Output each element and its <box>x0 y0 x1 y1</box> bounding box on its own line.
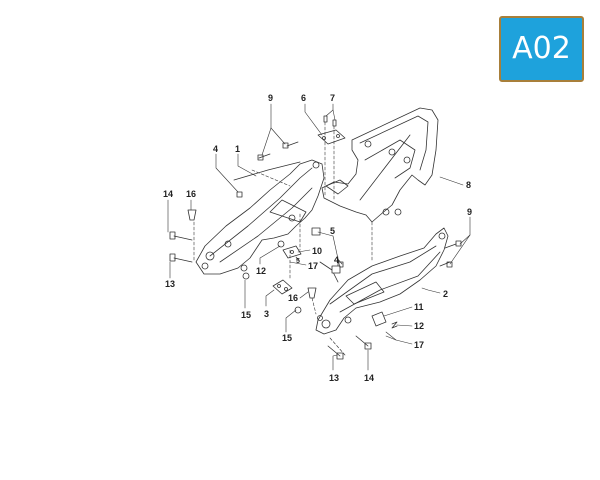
callout-part-3: 3 <box>264 309 270 319</box>
callout-part-15: 15 <box>241 310 252 320</box>
callout-part-12: 12 <box>256 266 267 276</box>
callout-part-12: 12 <box>414 321 425 331</box>
callout-part-16: 16 <box>288 293 299 303</box>
small-hardware <box>169 115 462 360</box>
callout-part-11: 11 <box>414 302 424 312</box>
callout-part-13: 13 <box>329 373 340 383</box>
callout-part-16: 16 <box>186 189 197 199</box>
callout-part-10: 10 <box>312 246 323 256</box>
callout-part-4: 4 <box>213 144 219 154</box>
callout-part-4: 4 <box>334 255 340 265</box>
assembly-guide-lines <box>193 121 373 356</box>
callout-part-8: 8 <box>466 180 472 190</box>
callout-part-17: 17 <box>308 261 319 271</box>
callout-part-7: 7 <box>330 93 336 103</box>
part-1-left-bracket <box>195 159 325 275</box>
callout-part-17: 17 <box>414 340 425 350</box>
callout-part-5: 5 <box>330 226 336 236</box>
callout-part-1: 1 <box>235 144 241 154</box>
callout-part-14: 14 <box>163 189 174 199</box>
diagram-code-badge: A02 <box>499 16 584 82</box>
callout-part-6: 6 <box>301 93 307 103</box>
part-8-rear-bracket <box>321 107 439 223</box>
callout-part-13: 13 <box>165 279 176 289</box>
callout-part-9: 9 <box>268 93 274 103</box>
callout-part-2: 2 <box>443 289 449 299</box>
part-2-right-bracket <box>315 227 449 335</box>
callout-part-5: 5 <box>296 258 300 265</box>
callout-part-15: 15 <box>282 333 293 343</box>
callout-leader-lines <box>167 103 471 371</box>
callout-part-14: 14 <box>364 373 375 383</box>
callout-part-9: 9 <box>467 207 473 217</box>
